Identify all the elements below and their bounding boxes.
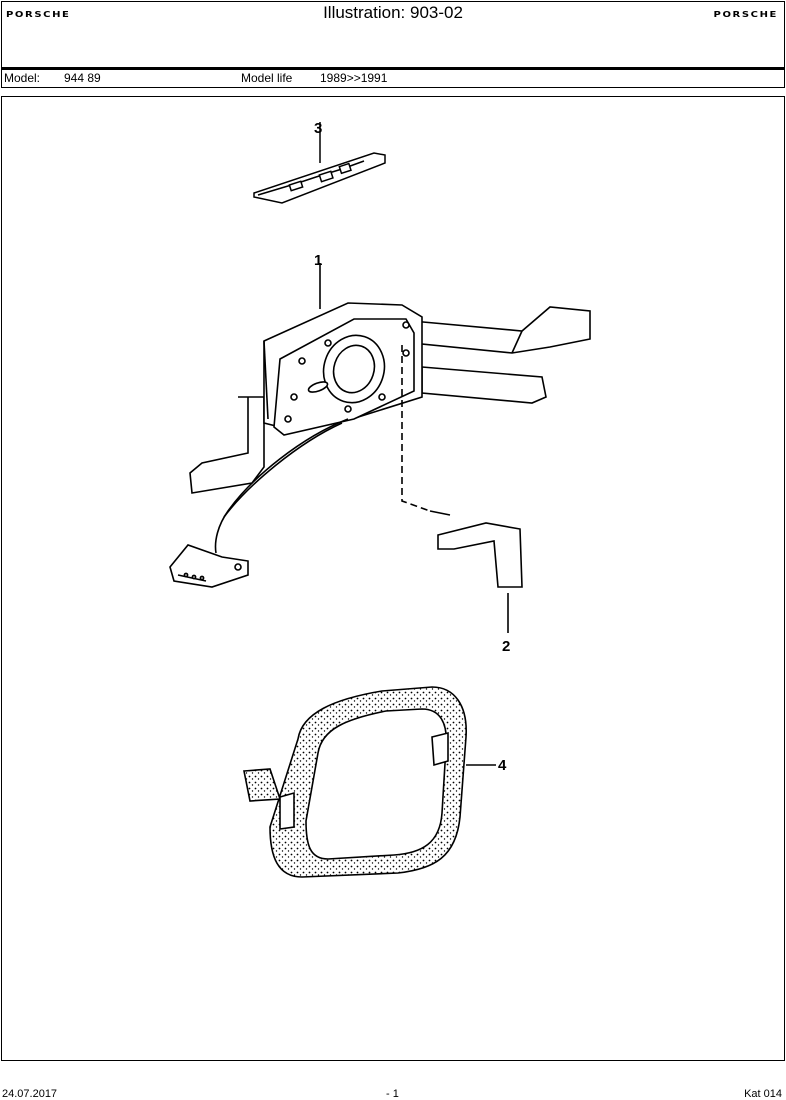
page-header: PORSCHE Illustration: 903-02 PORSCHE bbox=[1, 1, 785, 68]
exploded-view-diagram: 3 1 2 4 bbox=[169, 120, 591, 878]
model-life-value: 1989>>1991 bbox=[320, 71, 388, 85]
illustration-title: Illustration: 903-02 bbox=[323, 3, 463, 22]
part-4-gasket bbox=[243, 686, 496, 878]
model-info-bar: Model: 944 89 Model life 1989>>1991 bbox=[1, 68, 785, 88]
callout-2: 2 bbox=[502, 638, 510, 655]
model-label: Model: bbox=[4, 71, 41, 85]
callout-1: 1 bbox=[314, 252, 322, 269]
print-date: 24.07.2017 bbox=[2, 1088, 58, 1100]
part-3-trim-cover bbox=[253, 122, 386, 204]
porsche-logo-right: PORSCHE bbox=[713, 11, 778, 20]
catalog-number: Kat 014 bbox=[744, 1088, 782, 1100]
callout-3: 3 bbox=[314, 120, 322, 137]
parts-illustration: 3 1 2 4 bbox=[1, 96, 785, 1061]
callout-4: 4 bbox=[498, 757, 507, 774]
model-life-label: Model life bbox=[241, 71, 293, 85]
porsche-logo-left: PORSCHE bbox=[6, 11, 71, 20]
part-1-combination-switch bbox=[169, 263, 591, 588]
model-value: 944 89 bbox=[64, 71, 101, 85]
part-2-cancelling-cam bbox=[401, 345, 523, 633]
page-number: - 1 bbox=[386, 1088, 399, 1100]
